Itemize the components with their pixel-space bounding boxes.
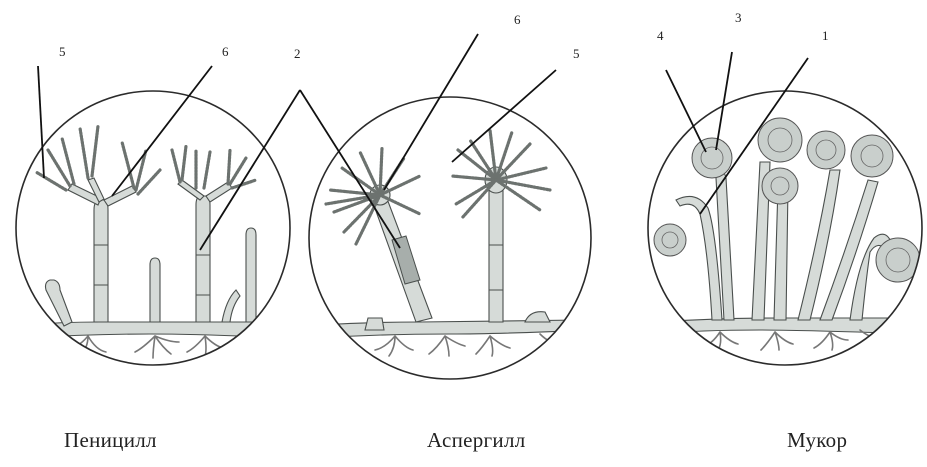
mucor-drawing: [648, 91, 922, 365]
label-muc-1: 1: [822, 28, 829, 43]
pointer-muc-3: [716, 52, 732, 150]
caption-mucor: Мукор: [787, 428, 847, 453]
pointer-asp-5: [452, 70, 556, 162]
pointer-lines: [38, 34, 808, 250]
caption-aspergillus: Аспергилл: [427, 428, 526, 453]
label-pen-6: 6: [222, 44, 229, 59]
pointer-2-pen: [200, 90, 300, 250]
label-asp-6: 6: [514, 12, 521, 27]
label-muc-3: 3: [735, 10, 742, 25]
label-asp-5: 5: [573, 46, 580, 61]
pointer-pen-5: [38, 66, 44, 178]
number-labels: 5 6 2 6 5 4 3 1: [59, 10, 829, 61]
caption-penicillium: Пеницилл: [64, 428, 157, 453]
penicillium-drawing: [16, 91, 290, 365]
label-muc-4: 4: [657, 28, 664, 43]
aspergillus-drawing: [309, 97, 592, 379]
label-2: 2: [294, 46, 301, 61]
pointer-muc-4: [666, 70, 706, 152]
label-pen-5: 5: [59, 44, 66, 59]
pointer-asp-6: [384, 34, 478, 190]
